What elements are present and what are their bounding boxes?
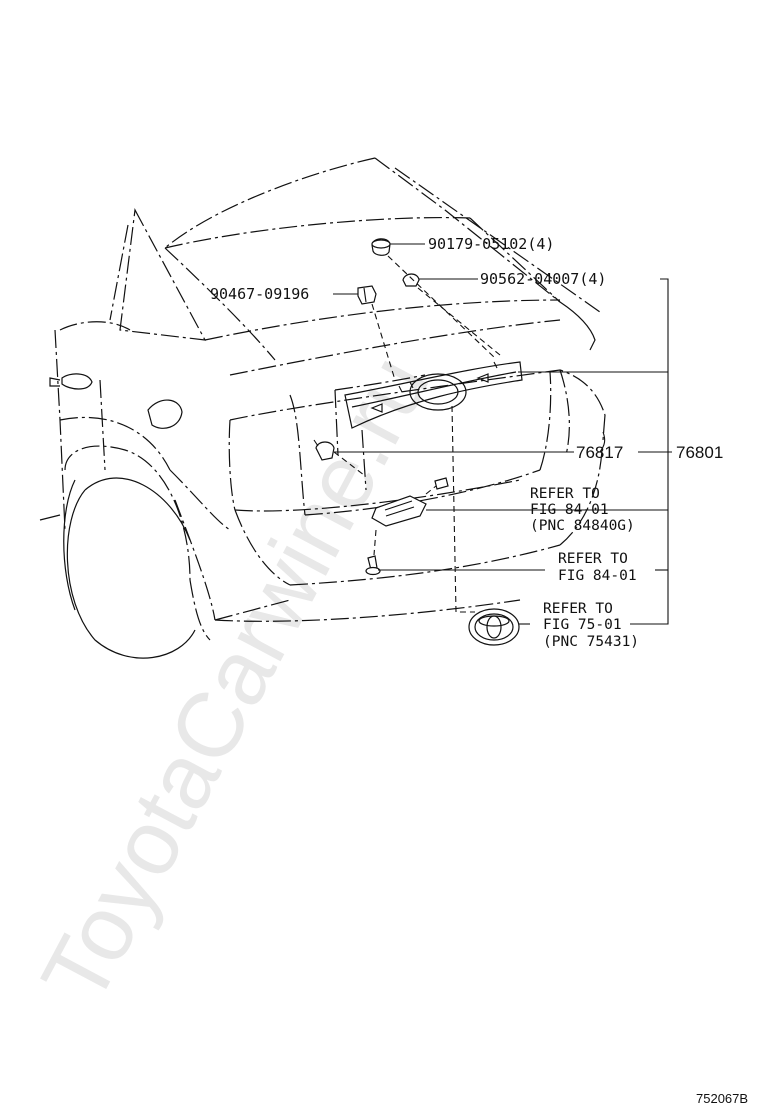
svg-text:REFER TO: REFER TO [543,601,613,617]
part-number-90179: 90179-05102(4) [428,235,554,253]
svg-text:REFER TO: REFER TO [558,551,628,567]
screw-reference: REFER TO FIG 84-01 [558,551,637,584]
part-number-76801: 76801 [676,443,723,462]
screw-icon [365,555,381,576]
toyota-emblem-icon [468,608,520,646]
leader-lines [333,243,672,625]
part-number-90467: 90467-09196 [210,285,309,303]
car-body-outline [39,157,606,659]
svg-text:FIG 84-01: FIG 84-01 [558,568,637,584]
clip-90179-icon [371,238,391,256]
svg-text:REFER TO: REFER TO [530,486,600,502]
emblem-reference: REFER TO FIG 75-01 (PNC 75431) [543,601,639,650]
back-door-garnish [344,361,523,429]
part-number-90562: 90562-04007(4) [480,270,606,288]
svg-text:(PNC 75431): (PNC 75431) [543,634,639,650]
license-lamp-icon [371,477,449,527]
svg-text:FIG 84-01: FIG 84-01 [530,502,609,518]
part-number-76817: 76817 [576,443,623,462]
assembly-lines [333,255,501,613]
license-recess [334,374,426,491]
figure-code: 752067B [696,1091,748,1106]
clip-90467-icon [357,285,377,305]
license-lamp-reference: REFER TO FIG 84-01 (PNC 84840G) [530,486,635,534]
svg-text:(PNC 84840G): (PNC 84840G) [530,518,635,534]
svg-text:FIG 75-01: FIG 75-01 [543,617,622,633]
clip-76817-icon [313,439,335,461]
watermark-text: ToyotaCarwine.ru [23,339,449,1019]
nut-90562-icon [402,273,420,287]
